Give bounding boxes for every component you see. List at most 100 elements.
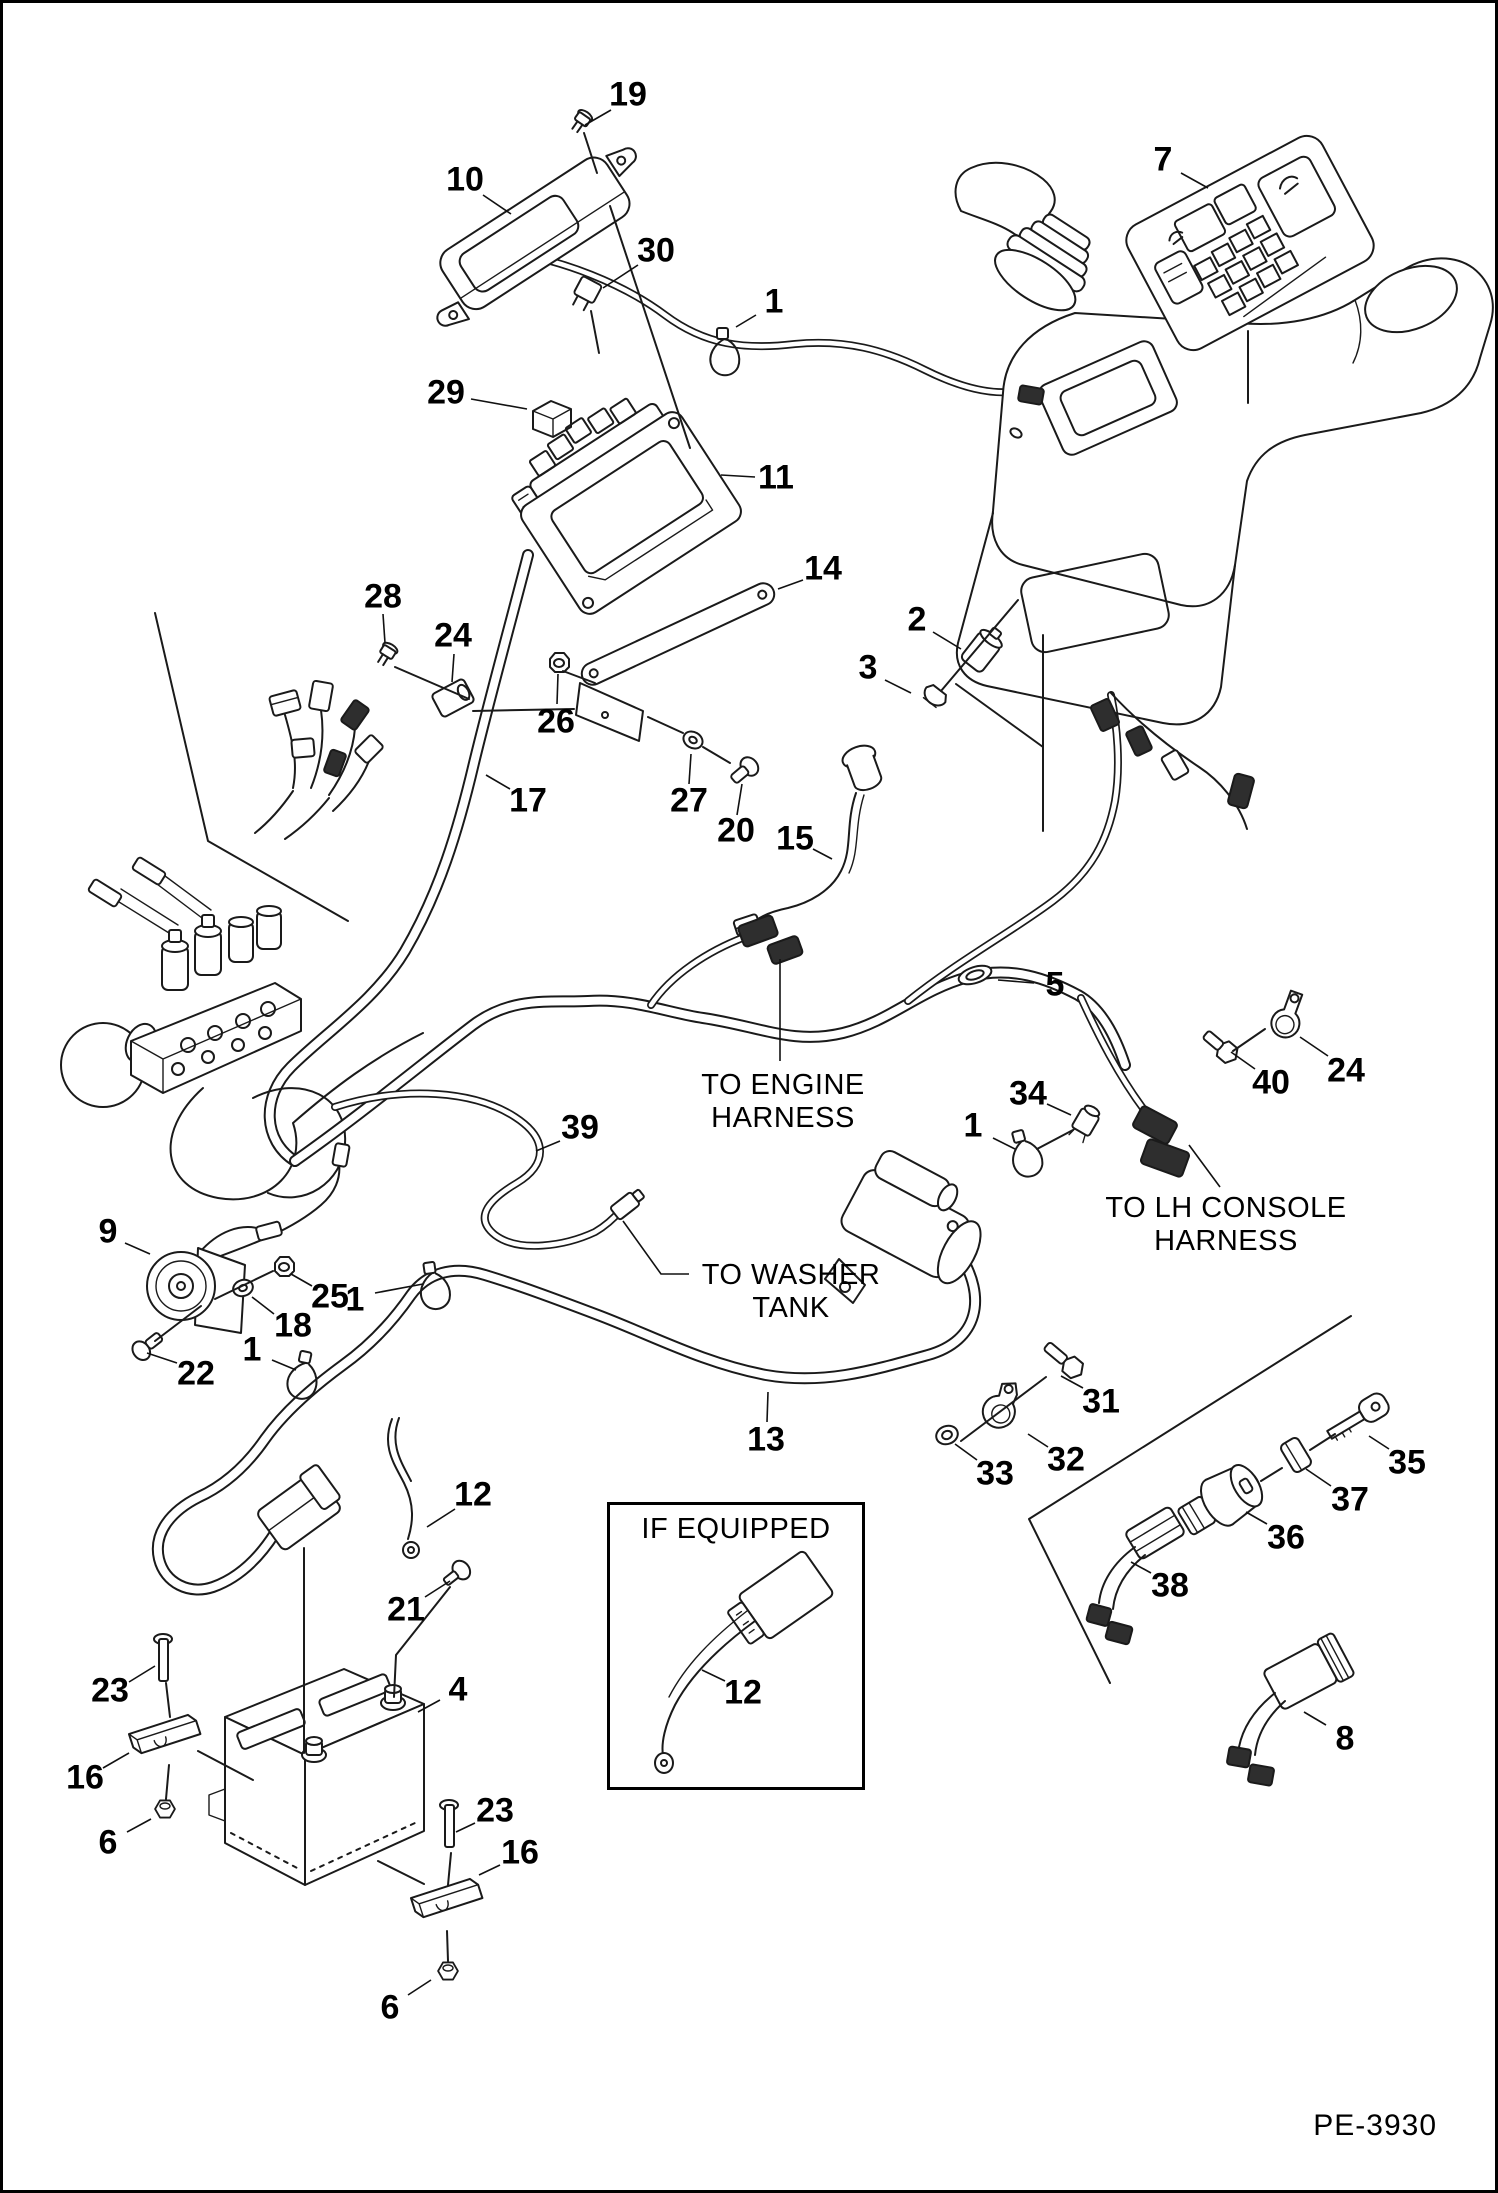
leader-38-46: [1130, 1561, 1152, 1574]
switch-2: [960, 626, 1003, 673]
if-equipped-box: IF EQUIPPED: [607, 1502, 865, 1790]
leader-27-14: [688, 753, 692, 785]
ignition-switch-36: [1177, 1464, 1264, 1536]
leader-9-23: [124, 1242, 151, 1255]
leader-10-1: [482, 194, 512, 215]
nut-6-right: [437, 1961, 459, 1981]
leader-14-7: [777, 579, 804, 590]
leader-28-10: [382, 613, 386, 644]
leader-lines-layer: [102, 109, 1390, 1996]
harness-38: [1085, 1506, 1185, 1646]
battery-clamp-16-right: [409, 1877, 484, 1919]
leader-24-11: [451, 653, 455, 683]
key-35: [1326, 1392, 1390, 1441]
leader-18-25: [251, 1296, 275, 1315]
diagram-line-art: [60, 108, 1494, 1981]
leader-1-26: [271, 1359, 297, 1371]
harness-wires: [151, 247, 1248, 1596]
if-equipped-cable-12: [654, 1550, 834, 1774]
leader-2-8: [932, 631, 962, 650]
leader-1-20: [992, 1137, 1016, 1150]
washer-33: [935, 1424, 959, 1446]
leader-20-15: [736, 783, 743, 816]
bolt-22: [131, 1332, 164, 1361]
battery-cable-connector-13: [257, 1464, 341, 1551]
nut-26: [549, 652, 570, 673]
valve-block: [60, 856, 302, 1108]
leader-17-13: [485, 774, 511, 790]
nut-6-left: [154, 1799, 176, 1819]
leader-11-6: [720, 474, 756, 478]
leader-29-4: [470, 398, 528, 410]
leader-1-28: [374, 1283, 424, 1294]
leader-37-44: [1305, 1468, 1332, 1487]
leader-12-39: [701, 1669, 726, 1682]
screw-21: [442, 1559, 472, 1586]
leader-40-21: [1230, 1051, 1256, 1070]
leader-30-2: [602, 264, 639, 289]
battery-4: [208, 1668, 425, 1886]
leader-33-42: [954, 1443, 978, 1461]
leader-36-45: [1245, 1511, 1268, 1525]
bushing-37: [1280, 1436, 1312, 1474]
leader-31-40: [1060, 1375, 1084, 1389]
leader-34-19: [1046, 1103, 1072, 1116]
switch-34: [1068, 1104, 1101, 1144]
leader-26-12: [556, 673, 559, 705]
clamp-24: [1270, 989, 1304, 1039]
harness-8: [1226, 1632, 1355, 1787]
washer-tank-connector-39: [610, 1188, 645, 1221]
leader-19-0: [584, 109, 612, 126]
washer-27: [682, 730, 704, 750]
leader-4-35: [417, 1699, 441, 1713]
alignment-lines: [154, 132, 1352, 1962]
leader-35-43: [1368, 1435, 1390, 1450]
leader-note-to-lh-console-harness: [1188, 1144, 1221, 1188]
bolt-28: [377, 641, 399, 667]
bolt-31: [1043, 1341, 1089, 1383]
bolt-20: [730, 756, 760, 784]
leader-23-32: [128, 1665, 156, 1683]
control-panel-7: [1125, 134, 1375, 352]
battery-clamp-16-left: [127, 1713, 202, 1755]
leader-39-18: [535, 1140, 561, 1152]
fuse-tray-11: [520, 411, 742, 615]
leader-note-to-washer-tank: [622, 1220, 689, 1275]
engine-harness-connectors: [737, 914, 804, 965]
leader-32-41: [1027, 1433, 1049, 1448]
console-harness-connectors: [1090, 698, 1255, 810]
fuse-cover-10: [436, 147, 637, 327]
leader-16-33: [102, 1752, 130, 1769]
bracket-14: [575, 582, 776, 742]
leader-6-38: [407, 1979, 432, 1996]
clamp-32: [981, 1382, 1018, 1429]
harness-connector-cluster: [254, 679, 384, 840]
bolt-23-left: [153, 1633, 173, 1682]
leader-15-16: [812, 848, 833, 860]
leader-7-5: [1180, 172, 1209, 189]
bolt-40: [1202, 1030, 1243, 1068]
nut-25: [274, 1256, 295, 1277]
lh-console-connectors: [1132, 1105, 1190, 1178]
starter-motor: [824, 1150, 982, 1304]
console-body: [955, 257, 1494, 726]
page-code: PE-3930: [1313, 2109, 1437, 2142]
leader-1-3: [735, 314, 757, 328]
leader-25-24: [290, 1273, 313, 1287]
ground-cable-12: [402, 1541, 420, 1559]
leader-3-9: [884, 679, 912, 694]
fuse-30: [572, 275, 603, 312]
leader-6-34: [126, 1818, 152, 1833]
leader-12-30: [426, 1508, 456, 1528]
leader-21-31: [424, 1580, 451, 1598]
bolt-23-right: [439, 1799, 459, 1848]
leader-8-47: [1303, 1711, 1327, 1726]
leader-23-36: [455, 1822, 476, 1833]
leader-24-22: [1299, 1036, 1329, 1057]
clip-3: [922, 684, 947, 709]
switch-15: [732, 744, 883, 937]
if-equipped-label: IF EQUIPPED: [641, 1513, 831, 1545]
leader-22-27: [146, 1352, 178, 1364]
grommet-5: [957, 964, 993, 986]
